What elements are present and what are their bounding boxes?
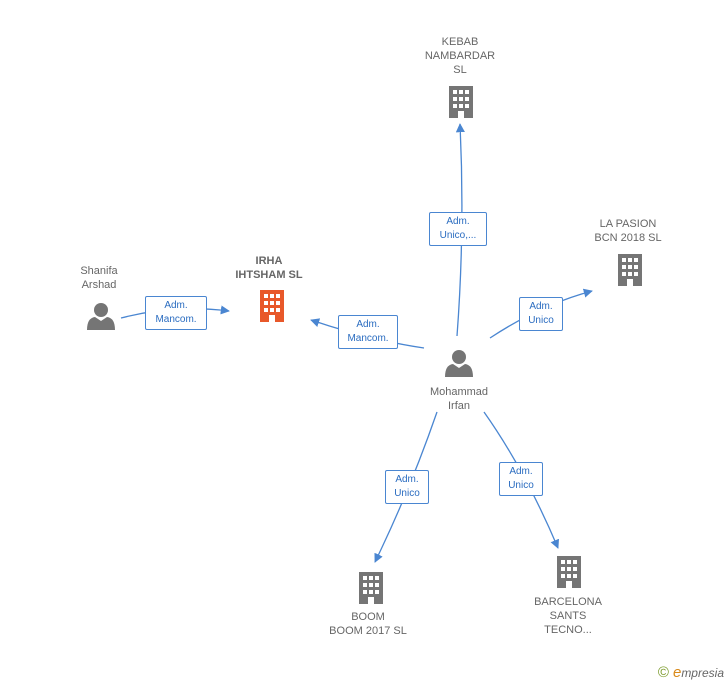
- node-label-mohammad[interactable]: Mohammad Irfan: [429, 386, 489, 412]
- node-label-kebab[interactable]: KEBAB NAMBARDAR SL: [424, 36, 496, 76]
- node-label-lapasion[interactable]: LA PASION BCN 2018 SL: [594, 218, 662, 244]
- building-icon[interactable]: [618, 254, 642, 286]
- brand-name: empresia: [672, 664, 724, 681]
- building-icon[interactable]: [359, 572, 383, 604]
- edge-label-kebab[interactable]: Adm. Unico,...: [429, 212, 487, 246]
- edge-label-boom[interactable]: Adm. Unico: [385, 470, 429, 504]
- node-label-irha[interactable]: IRHA IHTSHAM SL: [235, 255, 303, 281]
- empresia-watermark: ©empresia: [658, 664, 724, 681]
- building-icon[interactable]: [260, 290, 284, 322]
- node-label-barcelona[interactable]: BARCELONA SANTS TECNO...: [534, 596, 602, 636]
- edge-label-lapasion[interactable]: Adm. Unico: [519, 297, 563, 331]
- person-icon[interactable]: [87, 303, 115, 330]
- edge-label-irha-shanifa[interactable]: Adm. Mancom.: [145, 296, 207, 330]
- edge-label-barcelona[interactable]: Adm. Unico: [499, 462, 543, 496]
- building-icon[interactable]: [449, 86, 473, 118]
- node-label-boom[interactable]: BOOM BOOM 2017 SL: [329, 611, 407, 637]
- copyright-icon: ©: [657, 664, 669, 681]
- node-label-shanifa[interactable]: Shanifa Arshad: [80, 265, 118, 291]
- building-icon[interactable]: [557, 556, 581, 588]
- person-icon[interactable]: [445, 350, 473, 377]
- edge-label-irha-mohammad[interactable]: Adm. Mancom.: [338, 315, 398, 349]
